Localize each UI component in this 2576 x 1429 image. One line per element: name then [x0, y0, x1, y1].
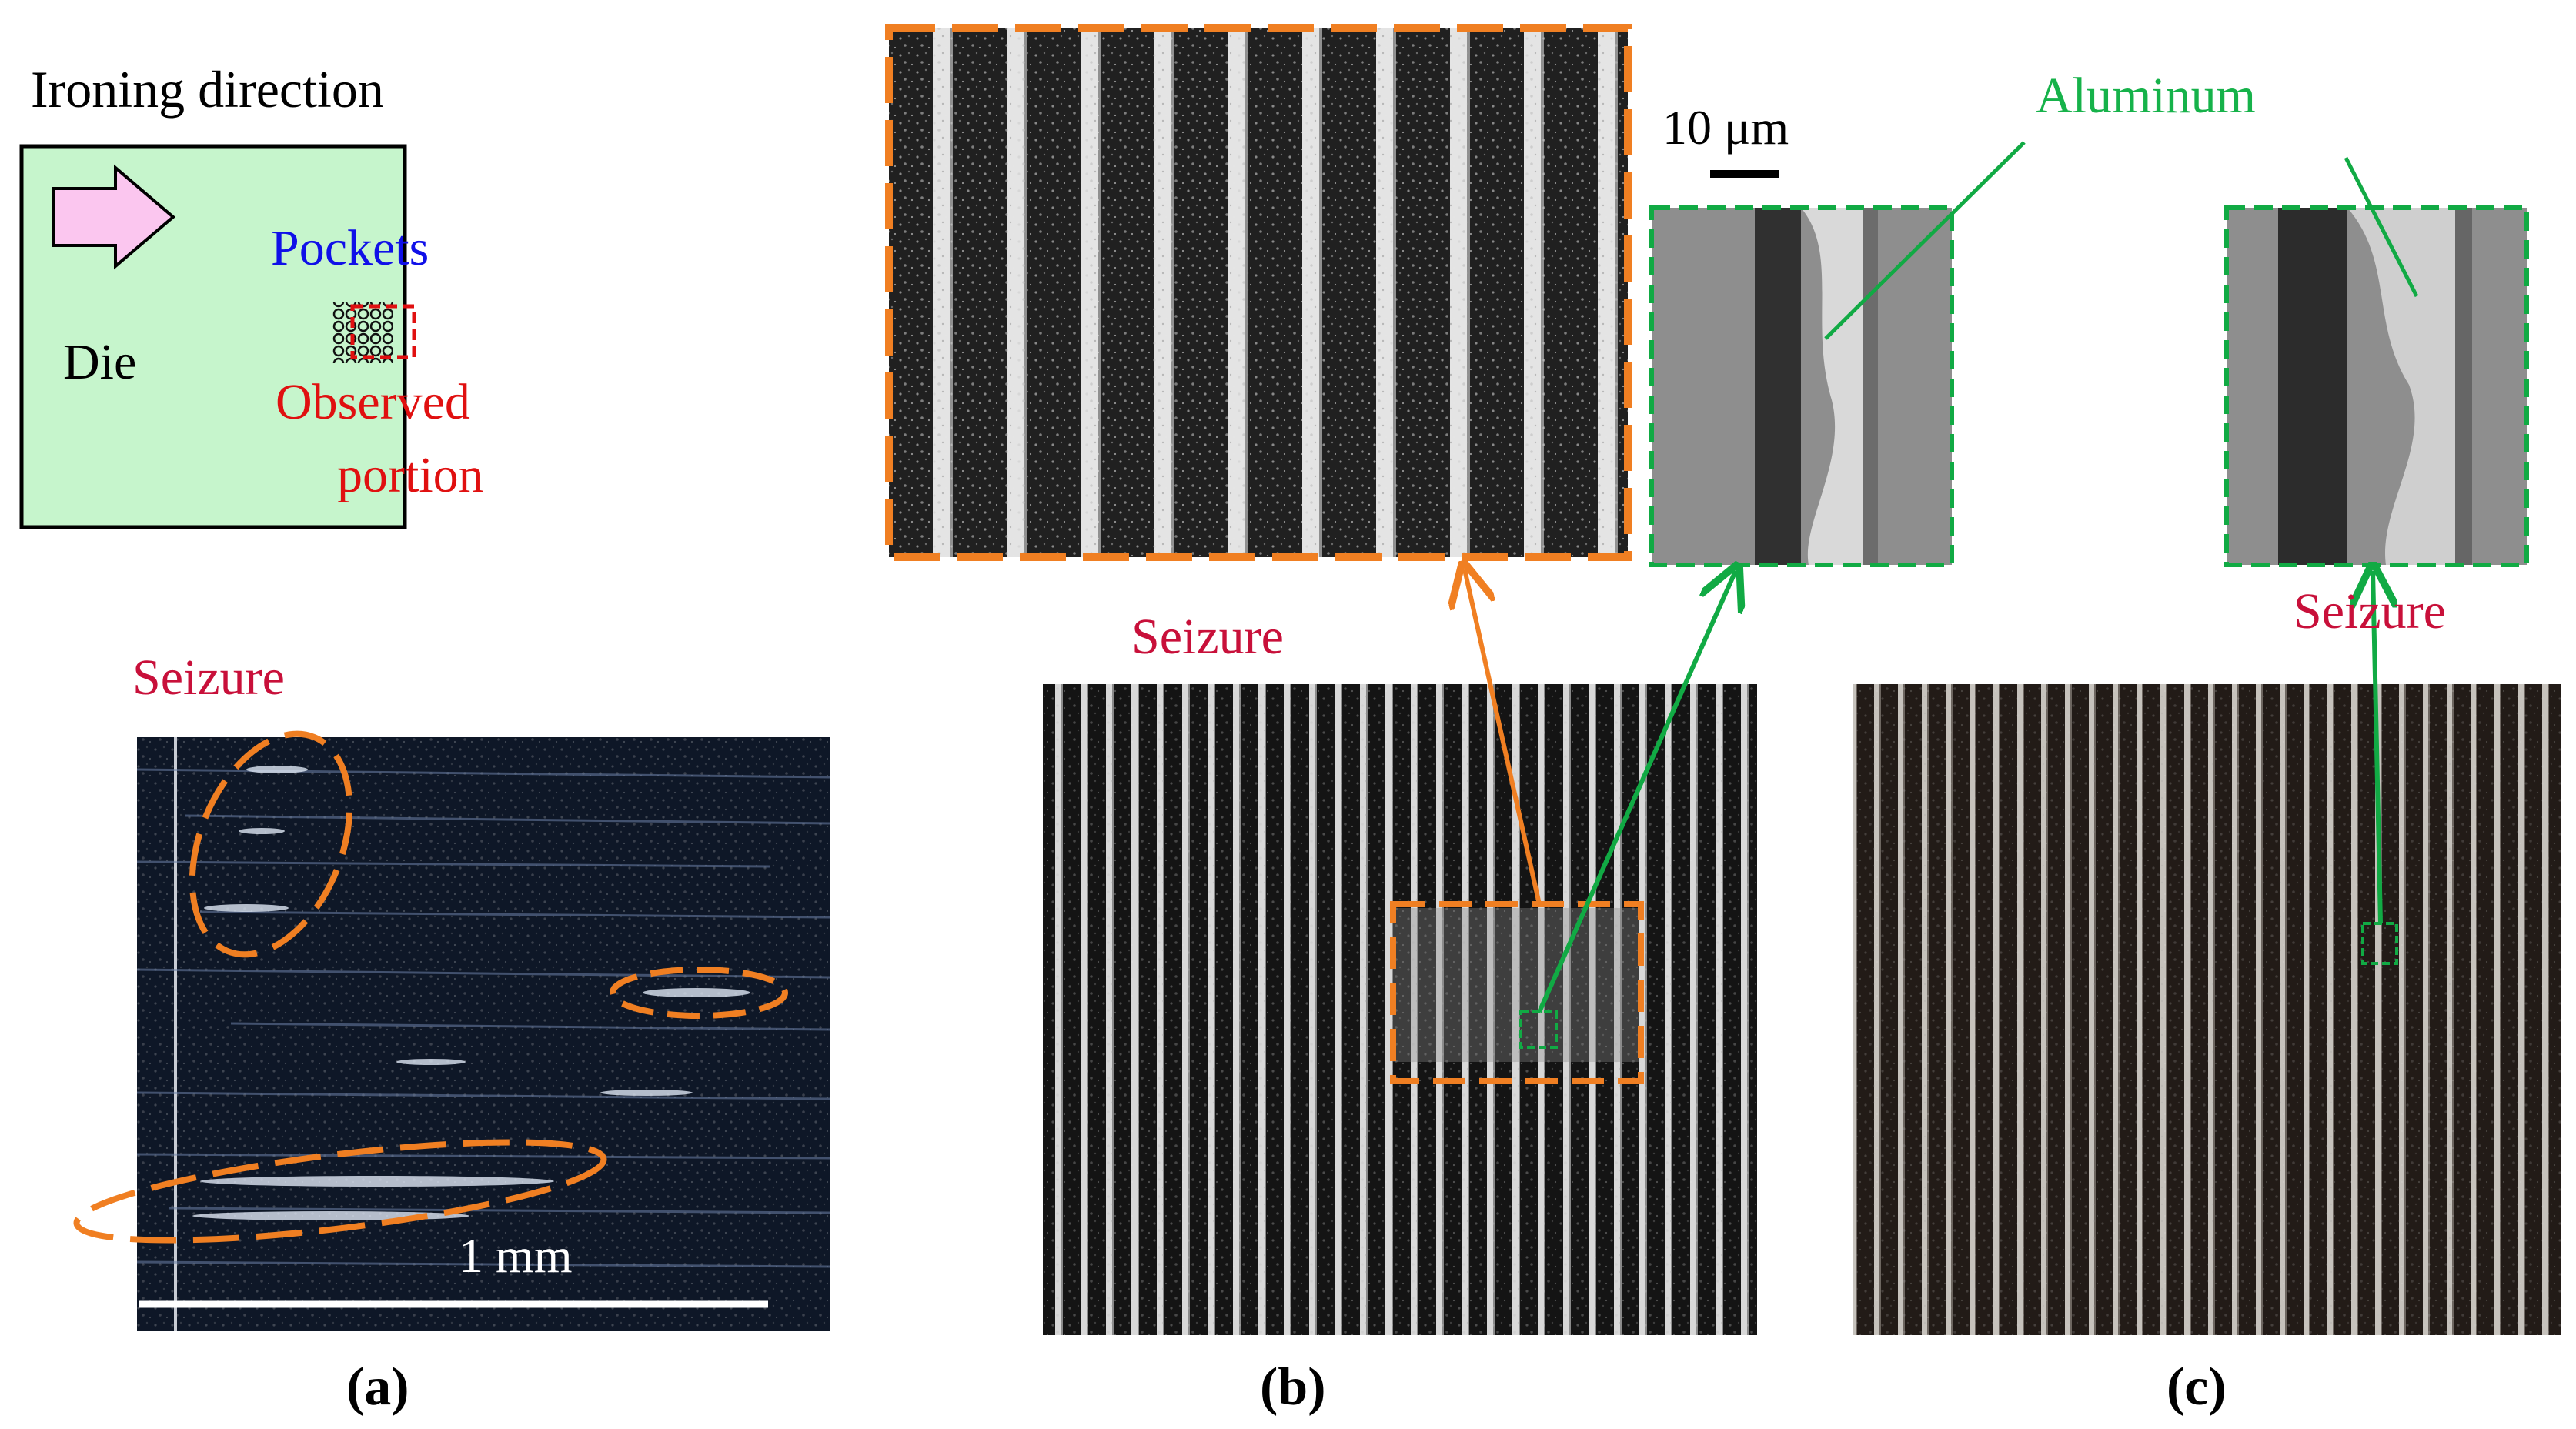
panel-c-caption: (c): [2167, 1357, 2227, 1417]
panel-a-micrograph: [136, 737, 830, 1331]
panel-b-aluminum-box: [1519, 1010, 1558, 1049]
observed-label: Observed: [276, 374, 470, 430]
die-label: Die: [63, 334, 137, 390]
aluminum-leader-c: [2344, 156, 2419, 298]
panel-c-seizure-label: Seizure: [2294, 583, 2446, 639]
zoom-scale-label: 10 μm: [1662, 100, 1789, 155]
aluminum-leader-b: [1824, 141, 2026, 340]
panel-b-micrograph: [1043, 684, 1757, 1335]
zoom-aluminum-frame-b: [1649, 205, 1954, 567]
zoom-aluminum-inset-c: [2227, 208, 2527, 565]
pockets-pattern: [332, 302, 393, 363]
zoom-seizure-inset: [889, 28, 1628, 557]
panel-c-micrograph: [1853, 684, 2561, 1335]
green-connector-arrow-b: [1537, 571, 1736, 1013]
panel-a-seizure-ellipse-1: [189, 730, 353, 958]
zoom-aluminum-inset-b: [1652, 208, 1952, 565]
panel-a-caption: (a): [346, 1357, 409, 1417]
panel-a-scale-label: 1 mm: [459, 1228, 573, 1283]
zoom-seizure-frame: [885, 24, 1632, 561]
panel-a-seizure-label: Seizure: [132, 649, 285, 706]
panel-b-caption: (b): [1260, 1357, 1326, 1417]
observed-portion-marker: [350, 304, 416, 359]
pockets-label: Pockets: [271, 220, 429, 276]
panel-b-seizure-label: Seizure: [1131, 609, 1284, 665]
panel-a-seizure-ellipse-3: [73, 1139, 607, 1244]
panel-a-seizure-ellipse-2: [610, 967, 788, 1019]
orange-connector-arrow: [1465, 569, 1542, 905]
schematic-title: Ironing direction: [31, 60, 384, 119]
aluminum-label: Aluminum: [2036, 68, 2257, 124]
green-connector-arrow-c: [2373, 571, 2381, 924]
ironing-direction-arrow-icon: [52, 164, 176, 270]
panel-b-seizure-box: [1390, 901, 1644, 1084]
portion-label: portion: [337, 447, 484, 503]
